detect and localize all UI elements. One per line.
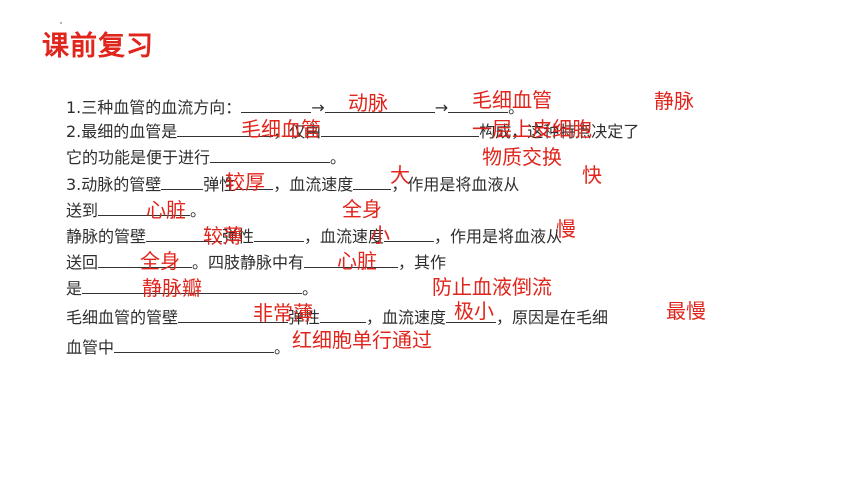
answer-blank <box>146 227 223 242</box>
question-text: ，血流速度 <box>366 308 447 327</box>
answer-blank <box>177 122 274 137</box>
question-text: 。 <box>330 148 347 167</box>
answer-epithelium: 一层上皮细胞 <box>472 117 592 141</box>
question-text: 血管中 <box>66 338 115 357</box>
question-text: 。四肢静脉中有 <box>192 253 305 272</box>
slide-title: 课前复习 <box>42 31 154 62</box>
question-text: 。 <box>302 279 319 298</box>
question-line-3: 它的功能是便于进行 。 <box>66 148 346 168</box>
question-text: 1.三种血管的血流方向： <box>66 98 242 117</box>
question-line-10: 血管中 。 <box>66 338 290 358</box>
answer-blank <box>82 279 303 294</box>
question-text: 它的功能是便于进行 <box>66 148 211 167</box>
question-text: ，仅由 <box>273 122 322 141</box>
answer-blank <box>241 98 312 113</box>
answer-venous-valve: 静脉瓣 <box>142 276 202 300</box>
answer-blank <box>353 175 392 190</box>
question-text: 。 <box>190 201 207 220</box>
question-line-6: 静脉的管壁 弹性 ，血流速度 ，作用是将血液从 <box>66 227 562 247</box>
answer-blank <box>320 308 367 323</box>
answer-capillary-2: 毛细血管 <box>241 117 321 141</box>
question-text: ，作用是将血液从 <box>391 175 520 194</box>
answer-blank <box>448 98 509 113</box>
question-text: 。 <box>508 98 525 117</box>
question-line-2: 2.最细的血管是 ，仅由 构成，这种特点决定了 <box>66 122 639 142</box>
question-text: 弹性 <box>203 175 236 194</box>
answer-thicker: 较厚 <box>225 170 265 194</box>
answer-blank <box>114 338 275 353</box>
question-text: 送到 <box>66 201 99 220</box>
answer-blank <box>446 308 497 323</box>
question-line-5: 送到 。 <box>66 201 206 221</box>
question-text: 构成，这种特点决定了 <box>479 122 640 141</box>
answer-blank <box>321 122 480 137</box>
question-text: 2.最细的血管是 <box>66 122 178 141</box>
question-text: ，血流速度 <box>304 227 385 246</box>
question-text: 送回 <box>66 253 99 272</box>
answer-blank <box>98 253 193 268</box>
answer-single-file: 红细胞单行通过 <box>292 328 432 352</box>
question-line-1: 1.三种血管的血流方向： → → 。 <box>66 98 524 118</box>
answer-slow: 慢 <box>556 217 576 241</box>
answer-vein: 静脉 <box>654 89 694 113</box>
question-text: ，其作 <box>398 253 447 272</box>
answer-whole-body-1: 全身 <box>342 197 382 221</box>
question-text: → <box>434 98 449 117</box>
question-text: ，作用是将血液从 <box>434 227 563 246</box>
answer-whole-body-2: 全身 <box>140 249 180 273</box>
question-text: ，原因是在毛细 <box>496 308 609 327</box>
answer-blank <box>304 253 399 268</box>
answer-exchange: 物质交换 <box>482 145 562 169</box>
question-text: 静脉的管壁 <box>66 227 147 246</box>
question-text: 是 <box>66 279 83 298</box>
question-line-8: 是。 <box>66 279 318 299</box>
decorative-dot <box>60 22 62 24</box>
answer-heart-1: 心脏 <box>146 198 186 222</box>
answer-blank <box>178 308 289 323</box>
answer-artery: 动脉 <box>348 91 388 115</box>
answer-blank <box>254 227 305 242</box>
question-line-7: 送回 。四肢静脉中有 ，其作 <box>66 253 446 273</box>
question-line-4: 3.动脉的管壁 弹性 ，血流速度 ，作用是将血液从 <box>66 175 519 195</box>
answer-slowest: 最慢 <box>666 299 706 323</box>
answer-blank <box>384 227 435 242</box>
question-text: 毛细血管的管壁 <box>66 308 179 327</box>
question-text: → <box>311 98 325 117</box>
answer-big: 大 <box>390 163 410 187</box>
answer-blank <box>235 175 274 190</box>
question-line-9: 毛细血管的管壁 弹性 ，血流速度 ，原因是在毛细 <box>66 308 608 328</box>
answer-blank <box>161 175 204 190</box>
answer-prevent-backflow: 防止血液倒流 <box>432 275 552 299</box>
answer-thinner: 较薄 <box>203 224 243 248</box>
question-text: 3.动脉的管壁 <box>66 175 162 194</box>
question-text: ，血流速度 <box>273 175 354 194</box>
answer-very-thin: 非常薄 <box>253 301 313 325</box>
answer-blank <box>98 201 191 216</box>
question-text: 弹性 <box>222 227 255 246</box>
question-text: 。 <box>274 338 291 357</box>
answer-very-small: 极小 <box>454 299 494 323</box>
question-text: 弹性 <box>288 308 321 327</box>
answer-small: 小 <box>370 223 390 247</box>
answer-blank <box>210 148 331 163</box>
answer-heart-2: 心脏 <box>337 249 377 273</box>
answer-capillary-1: 毛细血管 <box>472 88 552 112</box>
answer-fast: 快 <box>582 163 602 187</box>
answer-blank <box>324 98 435 113</box>
